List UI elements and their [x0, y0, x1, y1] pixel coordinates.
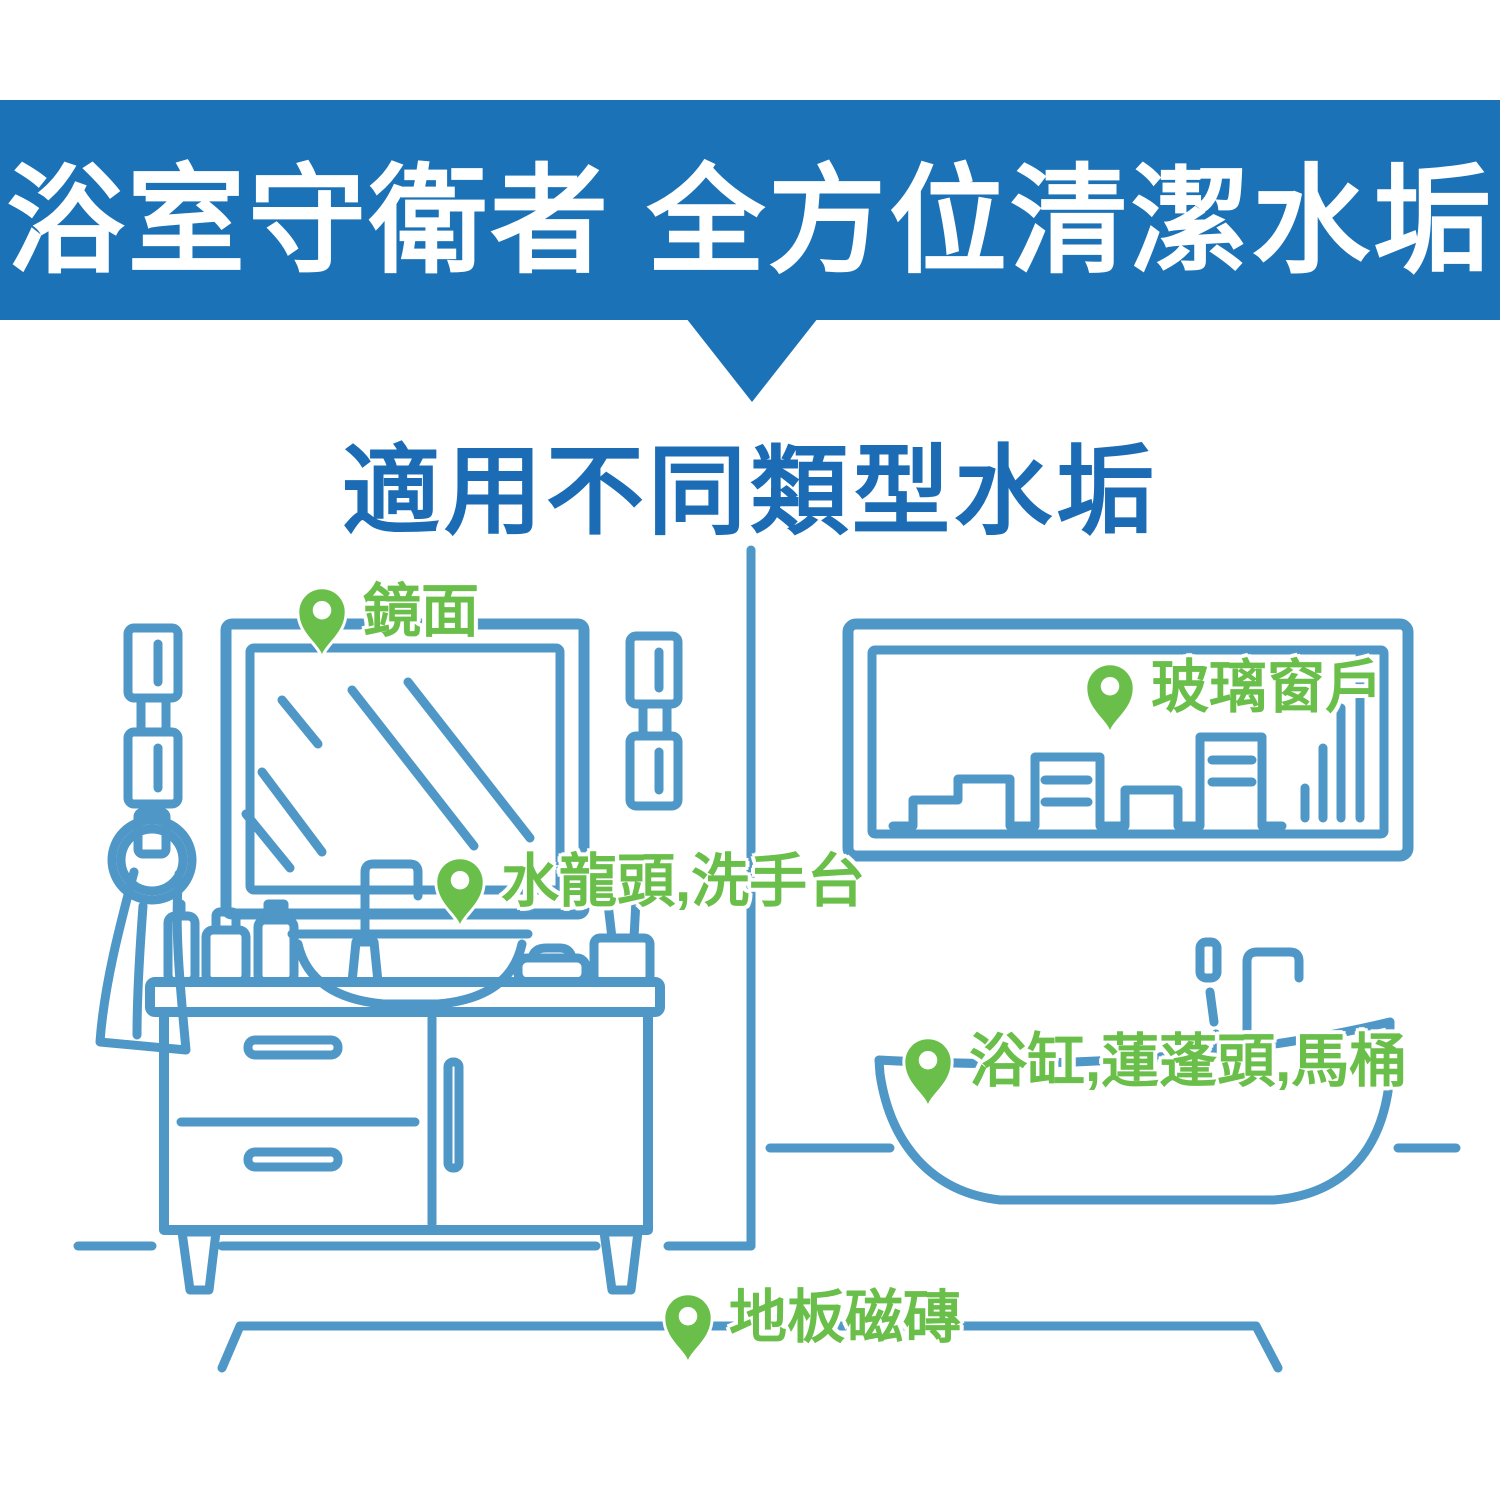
label-glass-window-text: 玻璃窗戶	[1151, 655, 1384, 720]
sink-bowl-illustration	[287, 929, 533, 1009]
title-banner: 浴室守衛者 全方位清潔水垢	[0, 100, 1500, 320]
location-pin-icon	[662, 1292, 714, 1365]
towel-illustration	[95, 867, 191, 1055]
label-mirror: 鏡面	[295, 579, 480, 659]
city-skyline	[888, 732, 1287, 831]
page-title: 浴室守衛者 全方位清潔水垢	[6, 155, 1494, 288]
wall-lamp-left-icon	[123, 623, 183, 809]
vanity-scene	[73, 618, 756, 1295]
label-bathtub-shower-toilet: 浴缸,蓮蓬頭,馬桶	[901, 1029, 1408, 1109]
location-pin-icon	[1084, 662, 1136, 735]
banner-pointer-triangle	[686, 318, 818, 402]
vanity-cabinet-illustration	[145, 977, 665, 1295]
shower-wand-icon	[1195, 937, 1222, 983]
tub-body	[874, 1017, 1395, 1205]
label-faucet-sink: 水龍頭,洗手台	[433, 849, 866, 929]
wall-lamp-right-icon	[625, 631, 683, 811]
label-floor-tiles-text: 地板磁磚	[729, 1285, 962, 1350]
section-subtitle: 適用不同類型水垢	[341, 436, 1158, 546]
bottles-illustration	[163, 899, 299, 987]
label-bathtub-shower-toilet-text: 浴缸,蓮蓬頭,馬桶	[969, 1029, 1408, 1094]
mirror-illustration	[220, 618, 590, 920]
label-mirror-text: 鏡面	[363, 579, 480, 644]
location-pin-icon	[434, 856, 486, 929]
location-pin-icon	[902, 1036, 954, 1109]
location-pin-icon	[296, 586, 348, 659]
tub-faucet-icon	[1242, 947, 1304, 1069]
floor-line	[217, 1321, 1283, 1373]
label-glass-window: 玻璃窗戶	[1083, 655, 1384, 735]
towel-ring-illustration	[107, 807, 197, 905]
bathtub-illustration	[874, 937, 1395, 1205]
sink-faucet-illustration	[347, 859, 423, 987]
window-illustration	[842, 618, 1414, 862]
label-faucet-sink-text: 水龍頭,洗手台	[501, 849, 866, 914]
label-floor-tiles: 地板磁磚	[661, 1285, 962, 1365]
soap-dish-illustration	[513, 943, 591, 987]
